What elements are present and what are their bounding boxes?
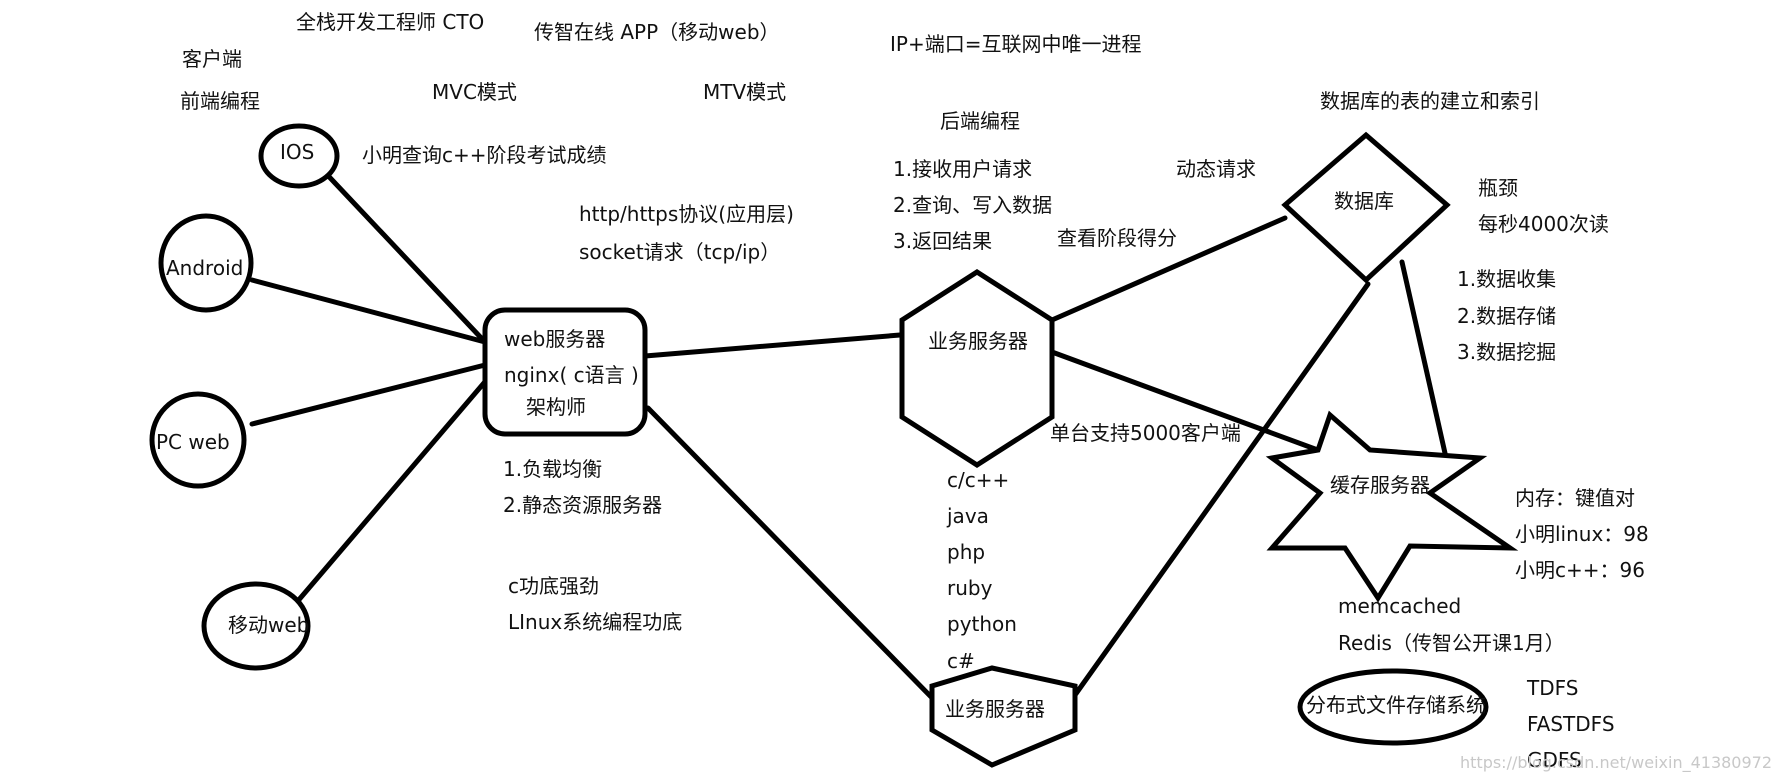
- pc-web-node: [149, 391, 247, 489]
- edge-biz1-db: [1049, 215, 1288, 323]
- edge-biz2-db: [1072, 281, 1371, 698]
- cache-server-node: [1265, 410, 1519, 603]
- language-cpp: c/c++: [947, 468, 1010, 492]
- mvc-note: MVC模式: [432, 80, 517, 104]
- biz-server-1-node: [899, 269, 1055, 468]
- ios-label: IOS: [280, 140, 315, 164]
- socket-note: socket请求（tcp/ip）: [579, 240, 781, 264]
- database-label: 数据库: [1334, 189, 1394, 213]
- backend-step-1: 1.接收用户请求: [893, 157, 1033, 181]
- edge-web-biz1: [642, 332, 903, 359]
- backend-step-2: 2.查询、写入数据: [893, 193, 1053, 217]
- web-feature-2: 2.静态资源服务器: [503, 493, 663, 517]
- client-note: 客户端: [182, 47, 242, 71]
- memcached-note: memcached: [1338, 594, 1462, 618]
- watermark: https://blog.csdn.net/weixin_41380972: [1460, 753, 1772, 772]
- edge-biz1-cache: [1049, 349, 1348, 463]
- c-skill-note: c功底强劲: [508, 574, 599, 598]
- mobile-web-label: 移动web: [228, 613, 310, 637]
- linux-skill-note: LInux系统编程功底: [508, 610, 683, 634]
- frontend-note: 前端编程: [180, 89, 260, 113]
- backend-note: 后端编程: [940, 109, 1020, 133]
- memory-note: 内存：键值对: [1515, 486, 1635, 510]
- single-support-note: 单台支持5000客户端: [1050, 421, 1241, 445]
- xiaoming-query-note: 小明查询c++阶段考试成绩: [362, 143, 607, 167]
- bottleneck-note: 瓶颈: [1478, 176, 1518, 200]
- reads-note: 每秒4000次读: [1478, 212, 1609, 236]
- mobile-web-node: [201, 581, 311, 671]
- db-table-note: 数据库的表的建立和索引: [1320, 89, 1540, 113]
- http-note: http/https协议(应用层): [579, 202, 794, 226]
- dfs-node: [1297, 668, 1489, 746]
- web-server-node: [482, 307, 648, 437]
- chuanzhi-app-note: 传智在线 APP（移动web）: [534, 20, 780, 44]
- language-php: php: [947, 540, 986, 564]
- view-score-note: 查看阶段得分: [1057, 226, 1177, 250]
- mtv-note: MTV模式: [703, 80, 787, 104]
- edge-mobileweb-web: [294, 367, 498, 605]
- dynamic-request-note: 动态请求: [1176, 157, 1256, 181]
- ip-port-note: IP+端口=互联网中唯一进程: [890, 32, 1142, 56]
- biz-server-2-node: [929, 665, 1078, 768]
- edge-web-biz2: [645, 405, 943, 709]
- biz-server-2-label: 业务服务器: [945, 697, 1045, 721]
- language-csharp: c#: [947, 649, 975, 673]
- android-node: [158, 213, 254, 313]
- data-step-2: 2.数据存储: [1457, 304, 1557, 328]
- backend-step-3: 3.返回结果: [893, 229, 993, 253]
- dfs-type-1: TDFS: [1527, 676, 1579, 700]
- language-java: java: [947, 504, 989, 528]
- database-node: [1281, 131, 1451, 284]
- pc-web-label: PC web: [156, 430, 230, 454]
- edge-pcweb-web: [249, 362, 488, 427]
- web-server-label-1: web服务器: [504, 327, 606, 351]
- web-server-label-3: 架构师: [526, 395, 586, 419]
- data-step-1: 1.数据收集: [1457, 267, 1557, 291]
- edge-ios-web: [315, 162, 488, 345]
- biz-server-1-label: 业务服务器: [928, 329, 1028, 353]
- android-label: Android: [166, 256, 244, 280]
- xiaoming-cpp-note: 小明c++：96: [1515, 558, 1645, 582]
- language-python: python: [947, 612, 1017, 636]
- dfs-label: 分布式文件存储系统: [1306, 693, 1486, 717]
- edge-android-web: [249, 277, 488, 345]
- language-ruby: ruby: [947, 576, 993, 600]
- web-feature-1: 1.负载均衡: [503, 457, 603, 481]
- dfs-type-2: FASTDFS: [1527, 712, 1615, 736]
- web-server-label-2: nginx( c语言 ): [504, 363, 639, 387]
- ios-node: [258, 123, 340, 189]
- redis-note: Redis（传智公开课1月）: [1338, 631, 1565, 655]
- dfs-type-3: GDFS: [1527, 748, 1582, 772]
- edge-db-cache: [1399, 259, 1450, 465]
- xiaoming-linux-note: 小明linux：98: [1515, 522, 1649, 546]
- data-step-3: 3.数据挖掘: [1457, 340, 1557, 364]
- fullstack-note: 全栈开发工程师 CTO: [296, 10, 485, 34]
- cache-server-label: 缓存服务器: [1330, 473, 1430, 497]
